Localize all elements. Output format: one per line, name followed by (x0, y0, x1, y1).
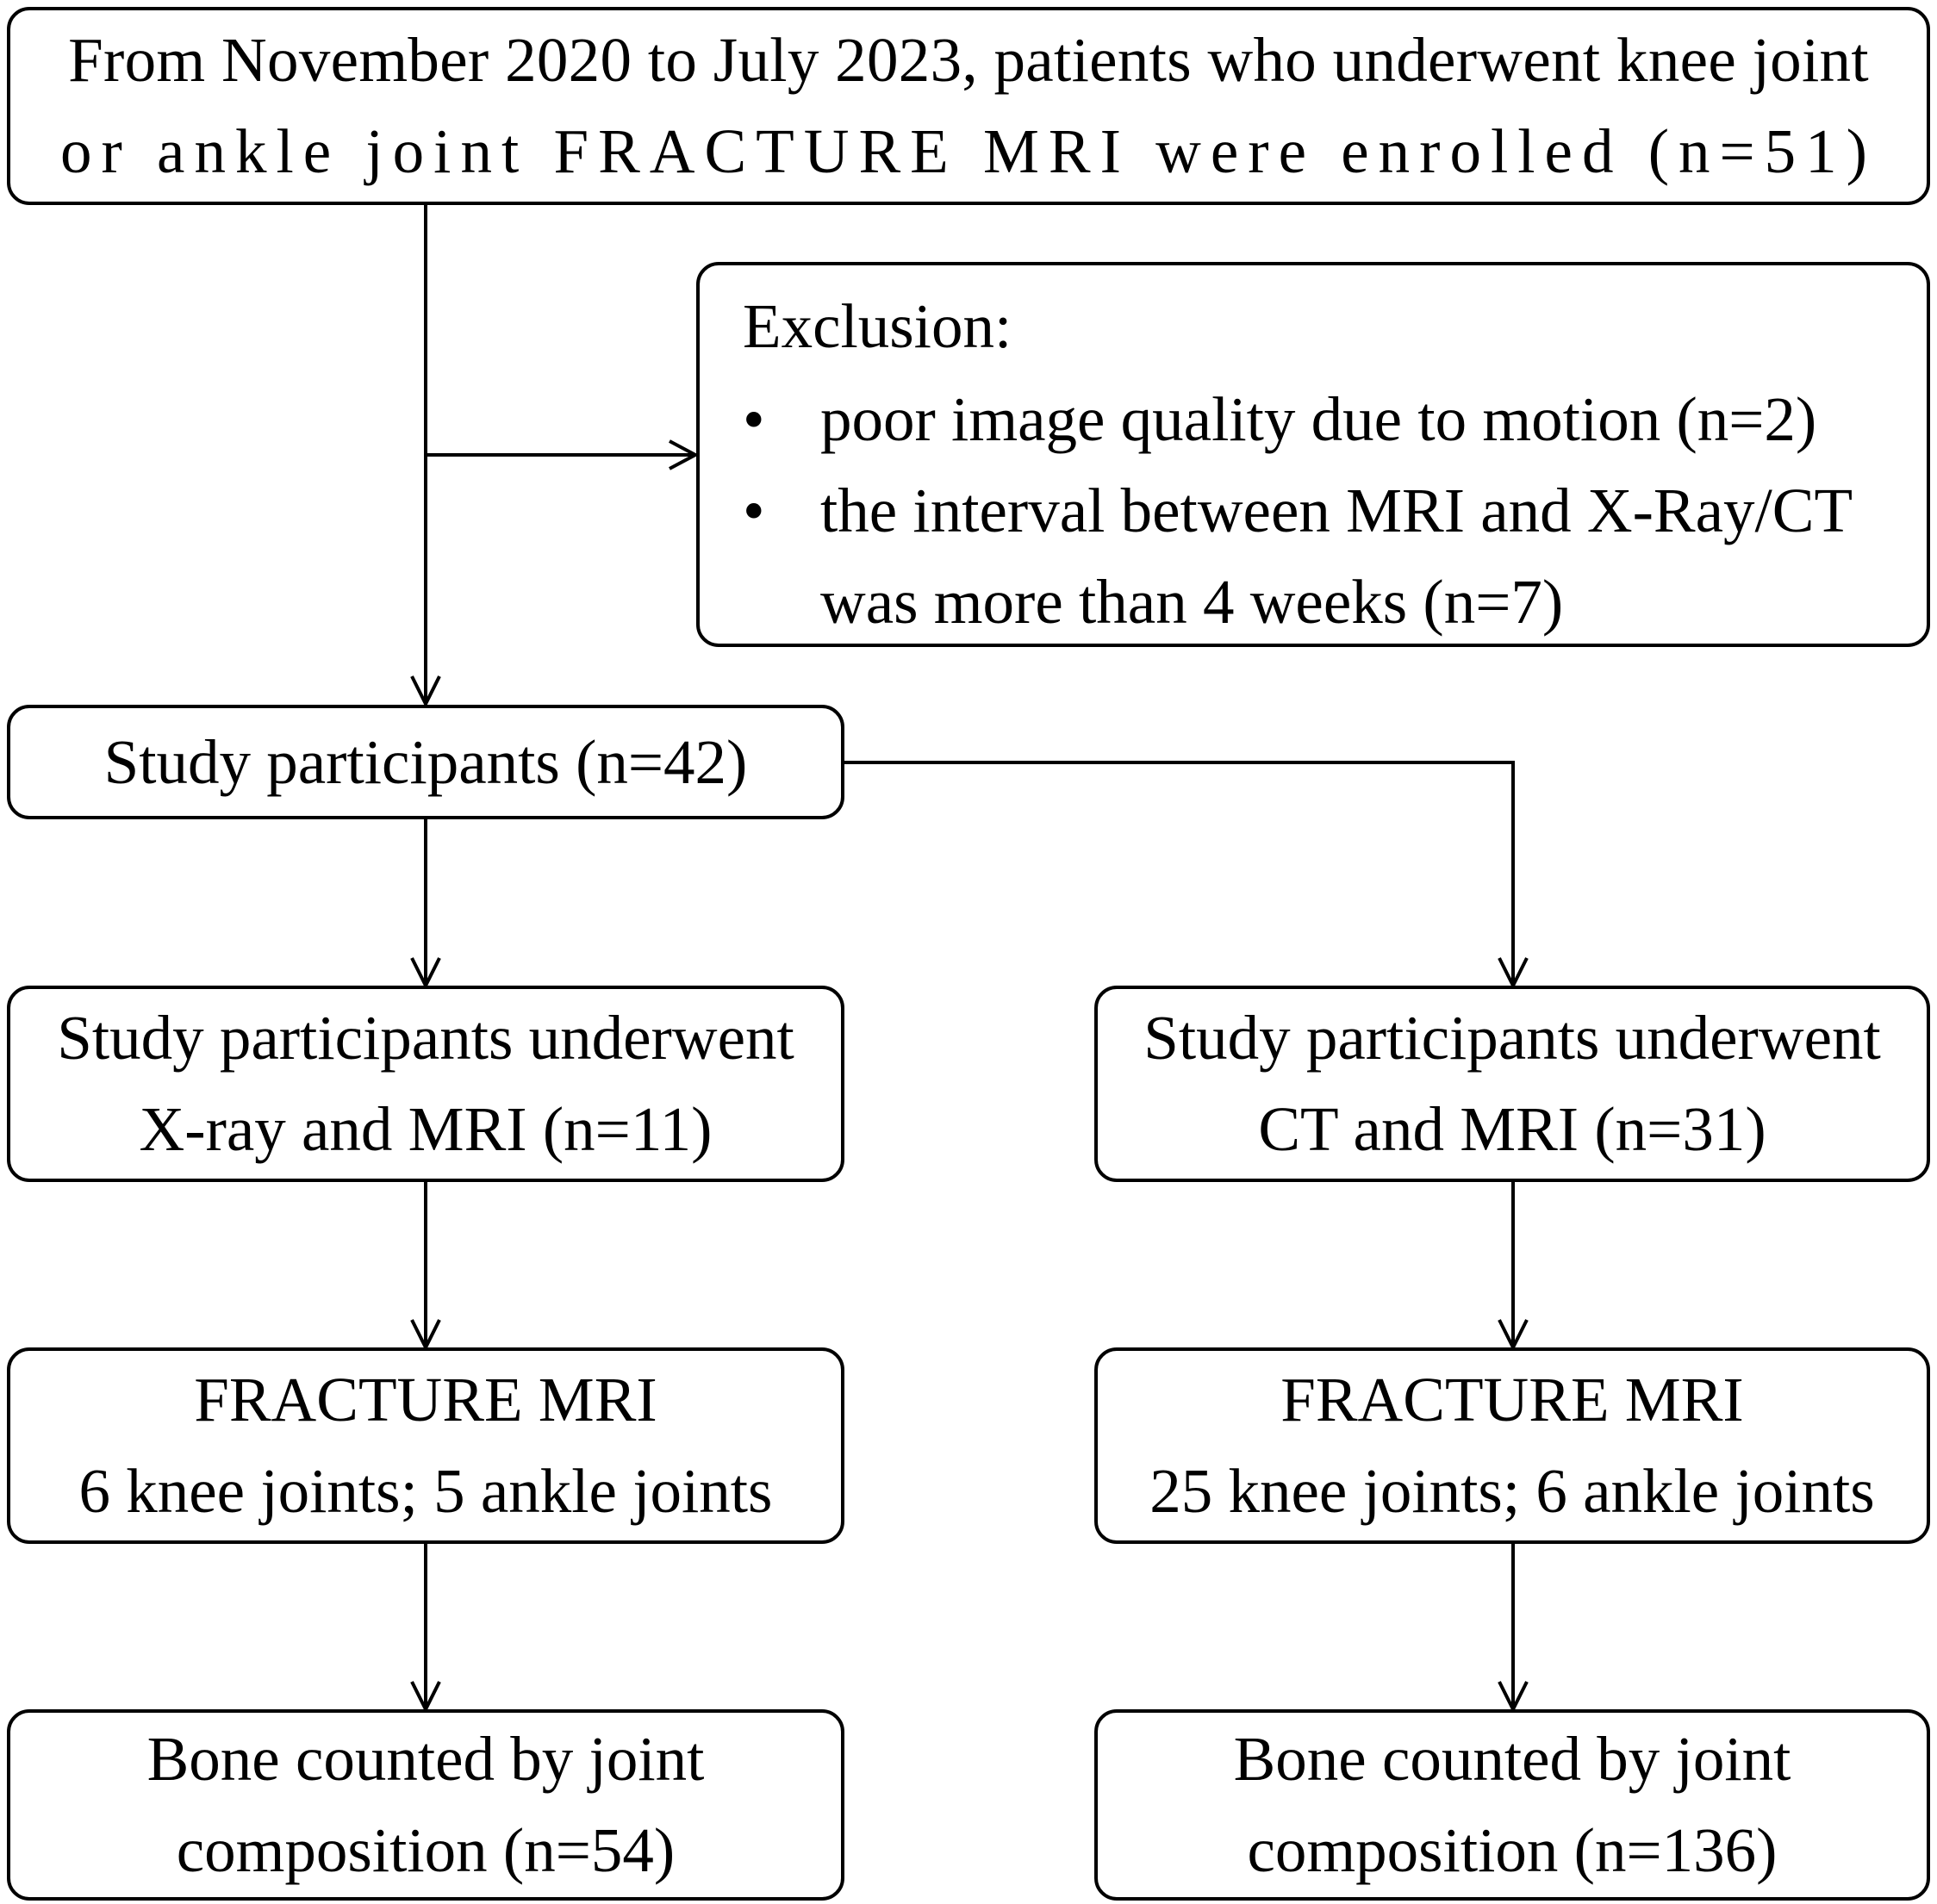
xray-group-line-2: X-ray and MRI (n=11) (139, 1094, 713, 1164)
left-fracture-title: FRACTURE MRI (194, 1365, 657, 1434)
left-bone-line-2: composition (n=54) (176, 1815, 676, 1885)
right-fracture-mri-box: FRACTURE MRI 25 knee joints; 6 ankle joi… (1094, 1347, 1930, 1544)
connector-participants-to-right-group (843, 761, 1515, 984)
arrowhead-left-bone (410, 1681, 441, 1714)
right-bone-count-box: Bone counted by joint composition (n=136… (1094, 1709, 1930, 1901)
exclusion-item: • the interval between MRI and X-Ray/CT (743, 465, 1853, 557)
exclusion-item-continuation: was more than 4 weeks (n=7) (743, 557, 1563, 648)
left-bone-count-box: Bone counted by joint composition (n=54) (7, 1709, 844, 1901)
participants-box: Study participants (n=42) (7, 705, 844, 819)
arrowhead-right-bone (1498, 1681, 1529, 1714)
ct-group-line-1: Study participants underwent (1143, 1003, 1881, 1073)
right-bone-line-1: Bone counted by joint (1233, 1724, 1791, 1794)
arrowhead-left-fracture (410, 1319, 441, 1352)
enrollment-line-2: or ankle joint FRACTURE MRI were enrolle… (60, 116, 1877, 186)
arrowhead-exclusion (669, 439, 700, 470)
ct-mri-group-box: Study participants underwent CT and MRI … (1094, 986, 1930, 1182)
right-bone-line-2: composition (n=136) (1247, 1815, 1778, 1885)
arrowhead-right-fracture (1498, 1319, 1529, 1352)
enrollment-line-1: From November 2020 to July 2023, patient… (68, 25, 1869, 95)
arrowhead-left-group (410, 957, 441, 990)
exclusion-item-text: the interval between MRI and X-Ray/CT (820, 476, 1853, 545)
bullet-icon: • (743, 384, 765, 454)
exclusion-item: • poor image quality due to motion (n=2) (743, 374, 1816, 465)
right-fracture-title: FRACTURE MRI (1280, 1365, 1744, 1434)
left-bone-line-1: Bone counted by joint (146, 1724, 705, 1794)
exclusion-item-text: was more than 4 weeks (n=7) (820, 567, 1564, 637)
xray-mri-group-box: Study participants underwent X-ray and M… (7, 986, 844, 1182)
right-fracture-joints: 25 knee joints; 6 ankle joints (1149, 1456, 1875, 1526)
ct-group-line-2: CT and MRI (n=31) (1258, 1094, 1766, 1164)
exclusion-item-text: poor image quality due to motion (n=2) (820, 384, 1817, 454)
arrowhead-right-group (1498, 957, 1529, 990)
participants-label: Study participants (n=42) (103, 726, 748, 797)
enrollment-box: From November 2020 to July 2023, patient… (7, 7, 1930, 205)
left-fracture-mri-box: FRACTURE MRI 6 knee joints; 5 ankle join… (7, 1347, 844, 1544)
bullet-icon: • (743, 476, 765, 545)
xray-group-line-1: Study participants underwent (57, 1003, 794, 1073)
arrowhead-participants (410, 675, 441, 708)
exclusion-title: Exclusion: (743, 291, 1012, 361)
exclusion-box: Exclusion: • poor image quality due to mo… (696, 262, 1930, 647)
left-fracture-joints: 6 knee joints; 5 ankle joints (78, 1456, 773, 1526)
